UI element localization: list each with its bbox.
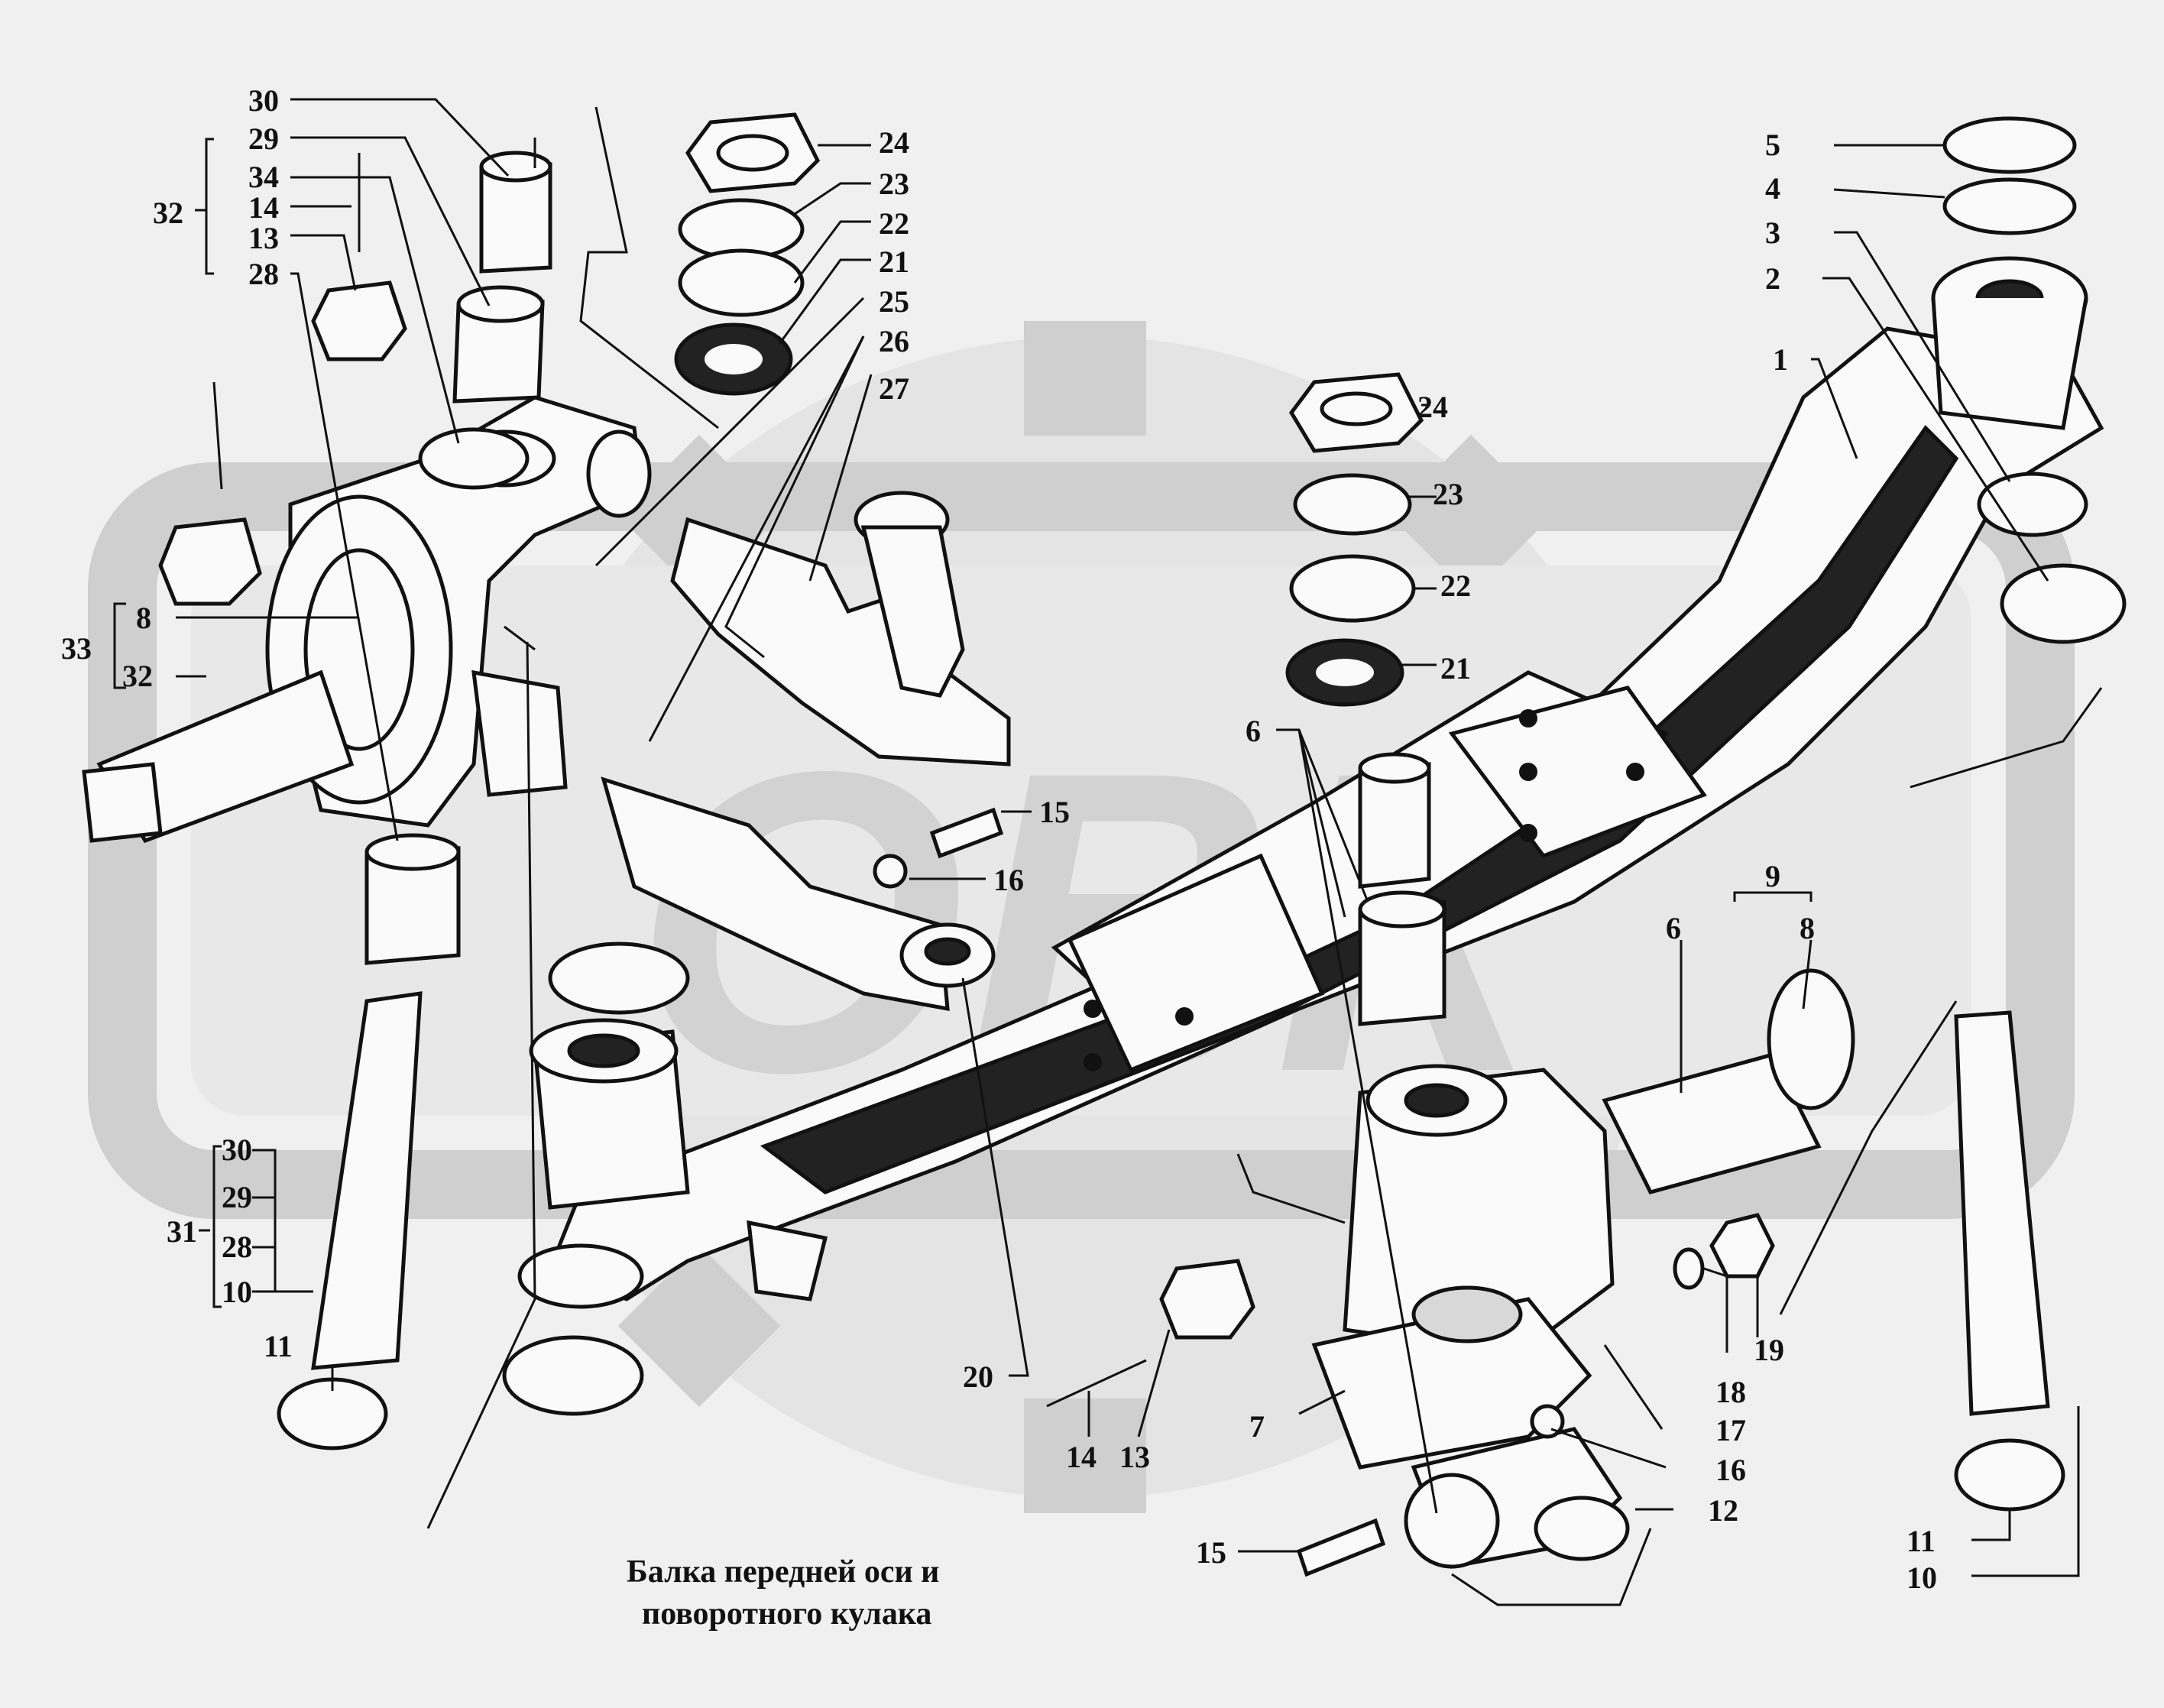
callout-1: 1 [1773, 342, 1788, 377]
callout-32-group: 32 [153, 196, 183, 230]
callout-29: 29 [248, 122, 279, 156]
callout-11-right: 11 [1906, 1524, 1936, 1558]
callout-23-left: 23 [879, 167, 909, 201]
callout-23-right: 23 [1433, 477, 1463, 511]
callout-11-left: 11 [264, 1329, 293, 1363]
callout-16-lower: 16 [1715, 1453, 1746, 1487]
caption-line-1: Балка передней оси и [627, 1554, 939, 1590]
callout-26: 26 [879, 324, 909, 358]
callout-6-upper: 6 [1246, 714, 1261, 748]
callout-14-lower: 14 [1066, 1440, 1097, 1474]
caption-line-2: поворотного кулака [642, 1596, 931, 1632]
right-steering-knuckle [1311, 968, 1855, 1569]
callout-21-right: 21 [1440, 651, 1471, 685]
callout-9: 9 [1765, 859, 1780, 893]
callout-4: 4 [1765, 171, 1780, 206]
callout-14: 14 [248, 190, 279, 225]
callout-29-lower: 29 [222, 1180, 252, 1214]
left-steering-knuckle [82, 395, 652, 844]
callout-6-right: 6 [1666, 911, 1681, 945]
callout-22-left: 22 [879, 206, 909, 241]
callout-15-upper: 15 [1039, 795, 1070, 829]
callout-20: 20 [963, 1360, 993, 1394]
tie-rod-arm-20 [601, 776, 996, 1012]
callout-24-left: 24 [879, 125, 909, 160]
callout-labels: 30 29 34 14 13 28 32 24 23 22 21 25 26 2… [61, 83, 1937, 1595]
callout-28: 28 [248, 257, 279, 291]
callout-25: 25 [879, 284, 909, 319]
callout-28-lower: 28 [222, 1230, 252, 1264]
callout-10-right: 10 [1906, 1561, 1937, 1595]
callout-34: 34 [248, 160, 279, 194]
callout-30: 30 [248, 83, 279, 118]
callout-2: 2 [1765, 261, 1780, 296]
callout-24-right: 24 [1417, 390, 1448, 424]
callout-3: 3 [1765, 216, 1780, 250]
callout-33: 33 [61, 631, 92, 666]
callout-8-left: 8 [136, 601, 151, 635]
callout-22-right: 22 [1440, 569, 1471, 603]
callout-27: 27 [879, 371, 909, 406]
callout-13: 13 [248, 221, 279, 255]
diagram-caption: Балка передней оси и поворотного кулака [627, 1554, 939, 1632]
steering-arm-27 [670, 491, 1011, 766]
callout-5: 5 [1765, 128, 1780, 162]
callout-10-left: 10 [222, 1275, 252, 1309]
leader-lines [113, 98, 2103, 1606]
callout-19: 19 [1754, 1333, 1784, 1367]
callout-7: 7 [1249, 1409, 1265, 1444]
callout-8-right: 8 [1800, 911, 1815, 945]
callout-13-lower: 13 [1119, 1440, 1150, 1474]
callout-18: 18 [1715, 1375, 1746, 1409]
loose-parts [158, 112, 2127, 1577]
callout-30-lower: 30 [222, 1133, 252, 1167]
callout-15-lower: 15 [1196, 1535, 1226, 1570]
callout-21-left: 21 [879, 245, 909, 279]
callout-32-left: 32 [122, 659, 153, 693]
callout-16-upper: 16 [993, 863, 1024, 897]
callout-12: 12 [1708, 1493, 1738, 1528]
callout-17: 17 [1715, 1413, 1746, 1447]
callout-31: 31 [167, 1214, 197, 1249]
